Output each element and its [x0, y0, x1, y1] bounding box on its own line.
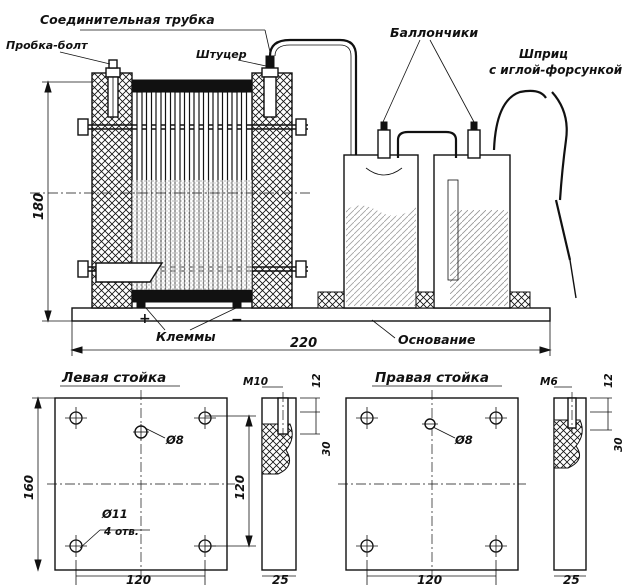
- dim-12-right: 12: [603, 373, 615, 388]
- label-terminals: Клеммы: [156, 329, 216, 344]
- bridge-tube: [396, 130, 458, 158]
- dim-m6: М6: [540, 376, 558, 388]
- dim-25-left: 25: [272, 573, 289, 585]
- label-left-stand: Левая стойка: [61, 370, 166, 386]
- fitting: [261, 55, 279, 118]
- label-base: Основание: [398, 332, 475, 347]
- dim-160: 160: [22, 475, 36, 500]
- label-4-holes: 4 отв.: [103, 526, 139, 538]
- label-fitting: Штуцер: [196, 48, 247, 61]
- label-plug-bolt: Пробка-болт: [6, 39, 88, 52]
- label-plus: +: [139, 311, 151, 327]
- dim-120-right: 120: [417, 573, 442, 585]
- dim-d8-right: Ø8: [454, 433, 473, 447]
- balloon-jar-1: [343, 121, 419, 309]
- right-stand-detail: [338, 390, 612, 585]
- dim-120-vertical: 120: [233, 475, 247, 500]
- dim-30-left: 30: [321, 441, 333, 456]
- left-stand-detail: [32, 390, 320, 585]
- connecting-tube: [268, 38, 358, 160]
- label-minus: −: [231, 312, 243, 328]
- label-syringe: Шприц: [519, 47, 568, 61]
- label-syringe-needle: с иглой-форсункой: [489, 63, 623, 77]
- terminals: [136, 297, 242, 309]
- dim-180: 180: [32, 193, 47, 220]
- label-connecting-tube: Соединительная трубка: [40, 12, 215, 27]
- syringe-tube: [492, 89, 547, 151]
- dim-25-right: 25: [563, 573, 580, 585]
- dim-m10: М10: [243, 376, 268, 388]
- plug-bolt: [105, 59, 121, 118]
- label-balloons: Баллончики: [390, 25, 478, 40]
- dim-120-left: 120: [126, 573, 151, 585]
- dim-12-left: 12: [311, 373, 323, 388]
- electrode-stack: [131, 79, 253, 303]
- gas-outlet: [95, 262, 164, 283]
- balloon-jar-2: [433, 121, 511, 309]
- label-right-stand: Правая стойка: [375, 370, 489, 386]
- syringe: [554, 199, 577, 299]
- dimension-180: [42, 80, 92, 323]
- dim-30-right: 30: [613, 437, 625, 452]
- dimension-220: [70, 321, 552, 356]
- callout-lines: [59, 29, 475, 339]
- dim-220: 220: [290, 336, 317, 351]
- assembly-view: [30, 29, 577, 356]
- text-labels: Соединительная трубка Пробка-болт Штуцер…: [6, 12, 625, 585]
- dim-d11: Ø11: [101, 507, 128, 521]
- dim-d8-left: Ø8: [165, 433, 184, 447]
- base-plate: [71, 307, 551, 322]
